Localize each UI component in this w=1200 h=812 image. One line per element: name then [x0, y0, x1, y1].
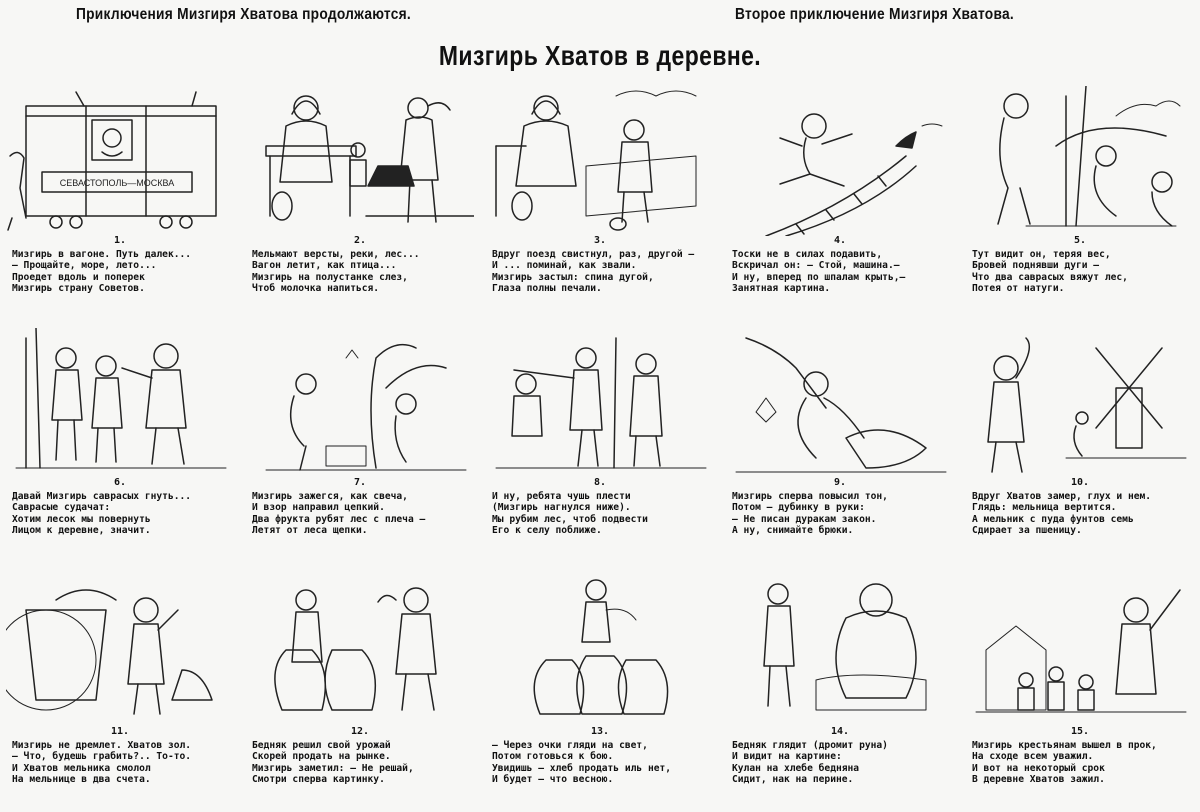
panel-13-illustration — [533, 579, 669, 715]
panel-number: 1. — [113, 235, 127, 246]
page-title: Мизгирь Хватов в деревне. — [438, 40, 762, 71]
panel-caption: Давай Мизгирь саврасых гнуть... Саврасые… — [12, 491, 192, 537]
panel-caption: Мизгирь зажегся, как свеча, И взор напра… — [252, 491, 426, 537]
panel-3-illustration — [495, 90, 697, 231]
panel-number: 5. — [1073, 235, 1087, 246]
panel-number: 10. — [1070, 477, 1090, 488]
panel-14-illustration — [763, 583, 927, 711]
panel-10: 10. Вдруг Хватов замер, глух и нем. Гляд… — [960, 328, 1200, 570]
panel-15-illustration — [975, 589, 1187, 713]
panel-caption: Тут видит он, теряя вес, Бровей поднявши… — [972, 249, 1128, 295]
panel-6: 6. Давай Мизгирь саврасых гнуть... Савра… — [0, 328, 240, 570]
panel-caption: И ну, ребята чушь плести (Мизгирь нагнул… — [492, 491, 648, 537]
panel-number: 11. — [110, 726, 130, 737]
panel-1: СЕВАСТОПОЛЬ—МОСКВА 1. Мизгирь в вагоне. … — [0, 86, 240, 328]
panel-caption: Бедняк решил свой урожай Скорей продать … — [252, 740, 414, 786]
comic-grid: СЕВАСТОПОЛЬ—МОСКВА 1. Мизгирь в вагоне. … — [0, 86, 1200, 812]
panel-2: 2. Мельмают версты, реки, лес... Вагон л… — [240, 86, 480, 328]
panel-12-illustration — [274, 587, 437, 711]
panel-number: 9. — [833, 477, 847, 488]
panel-number: 15. — [1070, 726, 1090, 737]
panel-number: 4. — [833, 235, 847, 246]
panel-number: 13. — [590, 726, 610, 737]
panel-14: 14. Бедняк глядит (дромит руна) И видит … — [720, 570, 960, 812]
panel-caption: — Через очки гляди на свет, Потом готовь… — [492, 740, 672, 786]
panel-11: 11. Мизгирь не дремлет. Хватов зол. — Чт… — [0, 570, 240, 812]
panel-8-illustration — [495, 337, 707, 469]
panel-3: 3. Вдруг поезд свистнул, раз, другой — И… — [480, 86, 720, 328]
panel-13: 13. — Через очки гляди на свет, Потом го… — [480, 570, 720, 812]
panel-11-illustration — [6, 589, 213, 715]
header-right-title: Второе приключение Мизгиря Хватова. — [735, 6, 1014, 23]
panel-caption: Тоски не в силах подавить, Вскричал он: … — [732, 249, 906, 295]
panel-number: 6. — [113, 477, 127, 488]
panel-caption: Вдруг Хватов замер, глух и нем. Глядь: м… — [972, 491, 1152, 537]
panel-number: 8. — [593, 477, 607, 488]
panel-7-illustration — [265, 343, 467, 471]
panel-number: 2. — [353, 235, 367, 246]
panel-caption: Мизгирь крестьянам вышел в прок, На сход… — [972, 740, 1157, 786]
panel-caption: Мизгирь сперва повысил тон, Потом — дуби… — [732, 491, 888, 537]
panel-caption: Мизгирь не дремлет. Хватов зол. — Что, б… — [12, 740, 192, 786]
panel-caption: Вдруг поезд свистнул, раз, другой — И ..… — [492, 249, 695, 295]
panel-2-illustration — [265, 95, 474, 223]
panel-12: 12. Бедняк решил свой урожай Скорей прод… — [240, 570, 480, 812]
panel-number: 3. — [593, 235, 607, 246]
panel-9-illustration — [735, 337, 947, 473]
panel-4: 4. Тоски не в силах подавить, Вскричал о… — [720, 86, 960, 328]
panel-caption: Мизгирь в вагоне. Путь далек... — Прощай… — [12, 249, 192, 295]
panel-10-illustration — [987, 337, 1187, 473]
panel-caption: Мельмают версты, реки, лес... Вагон лети… — [252, 249, 420, 295]
panel-9: 9. Мизгирь сперва повысил тон, Потом — д… — [720, 328, 960, 570]
panel-15: 15. Мизгирь крестьянам вышел в прок, На … — [960, 570, 1200, 812]
panel-5-illustration — [997, 86, 1181, 227]
panel-8: 8. И ну, ребята чушь плести (Мизгирь наг… — [480, 328, 720, 570]
panel-1-illustration: СЕВАСТОПОЛЬ—МОСКВА — [7, 91, 217, 231]
panel-6-illustration — [15, 328, 227, 469]
header-left-title: Приключения Мизгиря Хватова продолжаются… — [76, 6, 411, 23]
panel-caption: Бедняк глядит (дромит руна) И видит на к… — [732, 740, 888, 786]
panel-number: 7. — [353, 477, 367, 488]
panel-number: 12. — [350, 726, 370, 737]
panel-7: 7. Мизгирь зажегся, как свеча, И взор на… — [240, 328, 480, 570]
train-sign: СЕВАСТОПОЛЬ—МОСКВА — [60, 178, 174, 188]
panel-5: 5. Тут видит он, теряя вес, Бровей подня… — [960, 86, 1200, 328]
panel-number: 14. — [830, 726, 850, 737]
panel-4-illustration — [765, 113, 943, 236]
